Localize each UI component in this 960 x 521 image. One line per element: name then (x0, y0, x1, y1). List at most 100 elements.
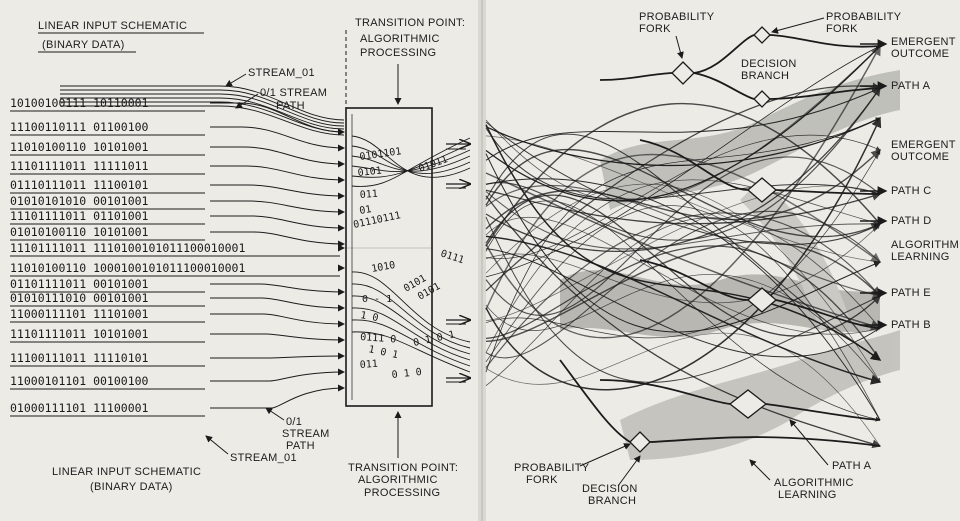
probability-fork-top-left-line2: FORK (639, 23, 671, 35)
stream-path-bottom-line3: PATH (286, 440, 315, 452)
probability-fork-top-left-line1: PROBABILITY (639, 11, 715, 23)
transition-top-line3: PROCESSING (360, 47, 436, 59)
stream-path-bottom-arrow (265, 407, 285, 421)
stream-line (210, 146, 345, 168)
stream-path-top-line1: 0/1 STREAM (260, 87, 327, 99)
flow-line (485, 189, 882, 225)
main-flow-path (775, 189, 881, 195)
outcome-label-text: PATH D (891, 215, 932, 227)
branch-node-lower (728, 389, 768, 419)
box-fragment: 1010 (371, 260, 397, 275)
flow-line (485, 87, 881, 241)
flow-line (485, 153, 882, 310)
flow-line (485, 45, 881, 278)
box-curve (351, 319, 471, 367)
flow-line (485, 135, 881, 263)
flow-line (485, 332, 881, 447)
title-bottom-line1: LINEAR INPUT SCHEMATIC (52, 466, 201, 478)
binary-row: 11000111101 11101001 (10, 307, 149, 321)
outcome-label-text: LEARNING (891, 251, 950, 263)
path-a-bottom-arrow (789, 419, 829, 466)
transition-bottom-line1: TRANSITION POINT: (348, 462, 458, 474)
flow-line (485, 87, 881, 161)
flow-line (485, 82, 882, 292)
main-flow-path (649, 436, 881, 447)
branch-node-mid-2 (747, 287, 777, 313)
transition-top-line2: ALGORITHMIC (360, 33, 440, 45)
outcome-label-text: PATH E (891, 287, 931, 299)
box-fragment: 1 0 (359, 310, 379, 324)
binary-row: 11100110111 01100100 (10, 120, 149, 134)
stream-line (210, 126, 345, 152)
stream-path-bottom-line2: STREAM (282, 428, 330, 440)
stream-line (210, 215, 345, 232)
box-curve (351, 283, 471, 349)
probability-fork-top-right-line2: FORK (826, 23, 858, 35)
main-flow-path (693, 72, 755, 100)
shading-regions (560, 70, 900, 460)
title-top-line2: (BINARY DATA) (42, 39, 125, 51)
binary-row: 11101111011 1110100101011100010001 (10, 241, 245, 255)
binary-row: 01110111011 11100101 (10, 178, 149, 192)
outcome-label-text: OUTCOME (891, 151, 949, 163)
box-fragment: 0 1 0 (391, 367, 422, 381)
binary-row: 01010111010 00101001 (10, 291, 149, 305)
outcome-label-text: PATH C (891, 185, 932, 197)
main-flow-path (765, 403, 881, 421)
flow-line (485, 210, 881, 359)
flow-line (485, 149, 881, 339)
flow-line (485, 184, 882, 299)
probability-fork-top-right-arrow (771, 17, 825, 34)
flow-line (485, 195, 882, 449)
title-top-line1: LINEAR INPUT SCHEMATIC (38, 20, 187, 32)
decision-branch-bottom-arrow (617, 455, 641, 487)
box-curve (351, 307, 471, 361)
box-curve (351, 143, 471, 178)
binary-row: 11101111011 01101001 (10, 209, 149, 223)
flow-line (485, 200, 881, 422)
box-fragment: 011 (359, 359, 378, 371)
stream-label-bottom: STREAM_01 (230, 452, 297, 464)
main-flow-path (599, 72, 673, 81)
box-curve (351, 149, 471, 172)
stream-line (210, 184, 345, 200)
path-a-bottom: PATH A (832, 460, 872, 472)
binary-row: 11010100110 1000100101011100010001 (10, 261, 245, 275)
box-curve (351, 331, 471, 373)
main-flow-path (599, 379, 731, 405)
probability-fork-bottom-arrow (579, 443, 631, 467)
flow-line (485, 156, 881, 316)
fork-node-top-left (671, 61, 695, 85)
outcome-label: PATH D (860, 215, 932, 227)
processing-box (345, 107, 433, 407)
stream-line (210, 297, 345, 312)
algorithmic-learning-bottom-line1: ALGORITHMIC (774, 477, 854, 489)
flow-line (485, 245, 881, 361)
stream-line (210, 333, 345, 344)
stream-line (210, 384, 345, 409)
box-curve (351, 295, 471, 355)
outcome-label-text: EMERGENT (891, 139, 956, 151)
flow-line (485, 178, 881, 421)
algorithmic-learning-bottom-arrow (749, 459, 771, 481)
decision-branch-top-line1: DECISION (741, 58, 797, 70)
main-flow-path (693, 34, 755, 74)
main-flow-path (559, 359, 631, 443)
box-fragment: 0101 (357, 166, 382, 179)
transition-bottom-line3: PROCESSING (364, 487, 440, 499)
title-bottom-line2: (BINARY DATA) (90, 481, 173, 493)
binary-row: 01010100110 10101001 (10, 225, 149, 239)
output-arrows (446, 144, 470, 382)
stream-line-top (60, 97, 345, 130)
stream-line-top (60, 101, 345, 133)
stream-line (210, 165, 345, 184)
box-fragment: 0111 (439, 248, 465, 266)
flow-line (485, 216, 881, 335)
outcome-label-text: PATH B (891, 319, 931, 331)
branch-node-mid-1 (747, 177, 777, 203)
